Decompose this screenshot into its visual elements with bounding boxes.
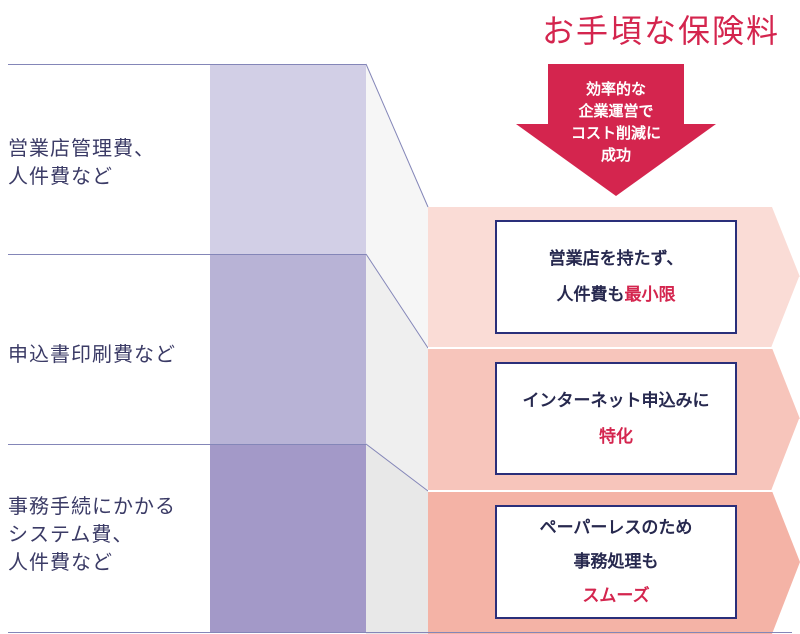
page-title: お手頃な保険料 [541,12,780,50]
box-line: 営業店を持たず、 [548,249,684,269]
connector-2 [366,254,428,491]
benefit-box-1: 営業店を持たず、 人件費も最小限 [495,220,737,334]
row-label-1: 営業店管理費、 人件費など [8,136,155,188]
box-line: 特化 [599,426,633,447]
row-divider [8,64,366,65]
row-divider [8,444,366,445]
row-divider [8,632,792,633]
arrow-caption: 効率的な 企業運営で コスト削減に 成功 [570,80,661,164]
down-arrow-icon [516,64,716,196]
cost-bar-1 [210,65,366,254]
box-line: 人件費も最小限 [556,285,676,305]
row-label-3: 事務手続にかかる システム費、 人件費など [8,494,176,574]
connector-3 [366,444,428,634]
box-line: スムーズ [582,586,650,606]
row-label-2: 申込書印刷費など [8,342,176,366]
box-line: 事務処理も [573,552,659,572]
box-line: ペーパーレスのため [539,518,693,538]
row-divider [8,254,366,255]
box-line: インターネット申込みに [522,390,710,411]
benefit-box-2: インターネット申込みに 特化 [495,362,737,475]
cost-bar-2 [210,255,366,444]
cost-bar-3 [210,445,366,632]
benefit-box-3: ペーパーレスのため 事務処理も スムーズ [495,505,737,619]
